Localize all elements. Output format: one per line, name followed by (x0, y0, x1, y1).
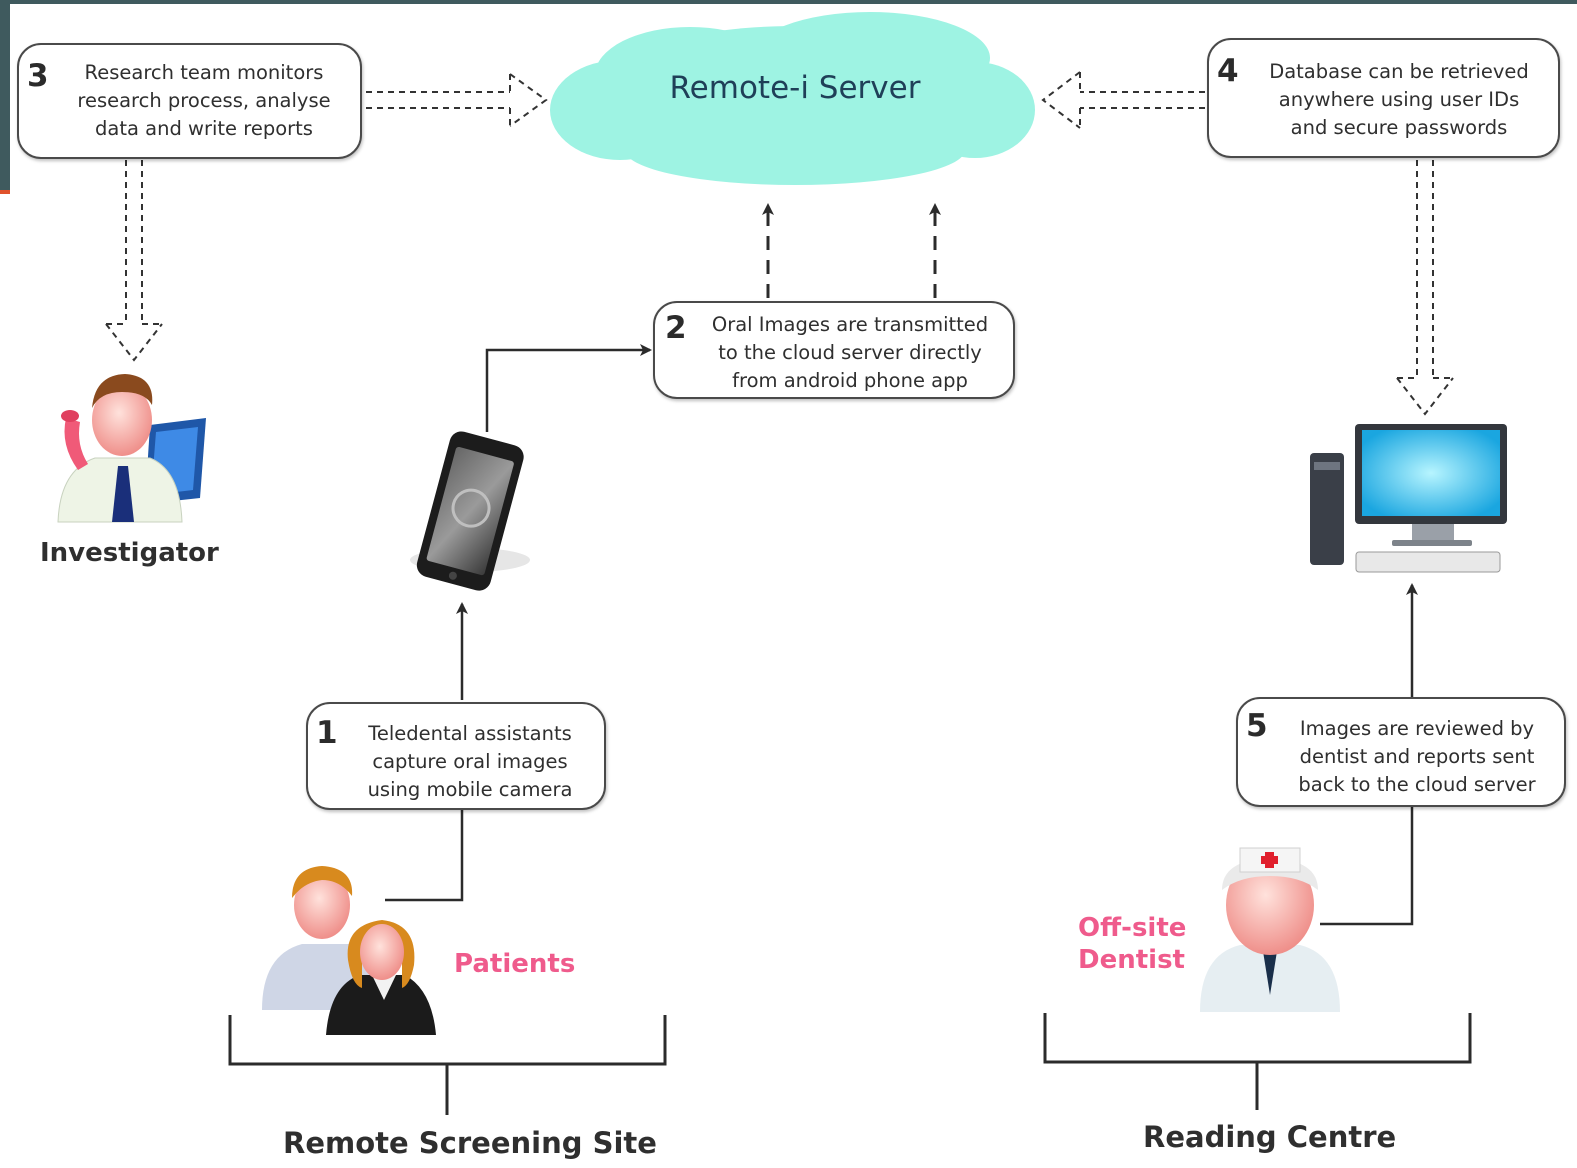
corner-bar (0, 0, 10, 194)
investigator-icon (57, 374, 206, 523)
bracket-remote-site (228, 1015, 667, 1115)
dentist-label: Off-site Dentist (1078, 912, 1186, 976)
step-2-line-3: from android phone app (732, 369, 968, 392)
step-5-line-3: back to the cloud server (1298, 773, 1536, 796)
arrow-3-to-investigator (105, 160, 163, 362)
step-1-text: Teledental assistants capture oral image… (342, 720, 598, 804)
step-3-line-1: Research team monitors (84, 61, 324, 84)
step-1-line-2: capture oral images (372, 750, 568, 773)
step-4-box: 4 Database can be retrieved anywhere usi… (1207, 38, 1560, 158)
step-1-number: 1 (316, 715, 338, 751)
dentist-label-line-1: Off-site (1078, 913, 1187, 943)
arrow-3-to-server (366, 73, 548, 127)
bracket-reading-centre (1043, 1013, 1472, 1110)
patients-icon (262, 866, 436, 1035)
step-3-text: Research team monitors research process,… (59, 59, 349, 143)
step-1-line-3: using mobile camera (367, 778, 573, 801)
server-label: Remote-i Server (669, 70, 921, 106)
step-5-text: Images are reviewed by dentist and repor… (1276, 715, 1558, 799)
reading-centre-label: Reading Centre (1143, 1120, 1397, 1154)
step-3-line-2: research process, analyse (77, 89, 331, 112)
arrow-4-to-server (1041, 71, 1205, 129)
step-3-box: 3 Research team monitors research proces… (17, 43, 362, 159)
step-5-line-1: Images are reviewed by (1299, 717, 1535, 740)
step-4-number: 4 (1217, 53, 1239, 89)
step-1-box: 1 Teledental assistants capture oral ima… (306, 702, 606, 810)
investigator-label: Investigator (40, 538, 219, 568)
dentist-label-line-2: Dentist (1078, 945, 1185, 975)
smartphone-icon (410, 431, 530, 591)
step-2-line-1: Oral Images are transmitted (711, 313, 989, 336)
step-5-line-2: dentist and reports sent (1299, 745, 1535, 768)
step-2-line-2: to the cloud server directly (718, 341, 982, 364)
step-2-number: 2 (665, 310, 687, 346)
step-3-line-3: data and write reports (95, 117, 313, 140)
step-4-text: Database can be retrieved anywhere using… (1249, 58, 1549, 142)
arrows-2-to-server (762, 203, 941, 298)
computer-icon (1310, 424, 1507, 573)
patients-label: Patients (454, 949, 576, 979)
dentist-icon (1200, 847, 1340, 1012)
step-3-number: 3 (27, 58, 49, 94)
solid-connectors (385, 344, 1418, 926)
arrow-4-to-computer (1396, 160, 1454, 416)
step-5-box: 5 Images are reviewed by dentist and rep… (1236, 697, 1566, 807)
step-1-line-1: Teledental assistants (368, 722, 572, 745)
step-4-line-1: Database can be retrieved (1269, 60, 1529, 83)
cloud-shape (550, 12, 1035, 185)
step-2-box: 2 Oral Images are transmitted to the clo… (653, 301, 1015, 399)
step-5-number: 5 (1246, 708, 1268, 744)
top-strip (0, 0, 1577, 4)
step-2-text: Oral Images are transmitted to the cloud… (693, 311, 1007, 395)
remote-screening-site-label: Remote Screening Site (283, 1126, 657, 1160)
step-4-line-3: and secure passwords (1290, 116, 1508, 139)
step-4-line-2: anywhere using user IDs (1278, 88, 1520, 111)
